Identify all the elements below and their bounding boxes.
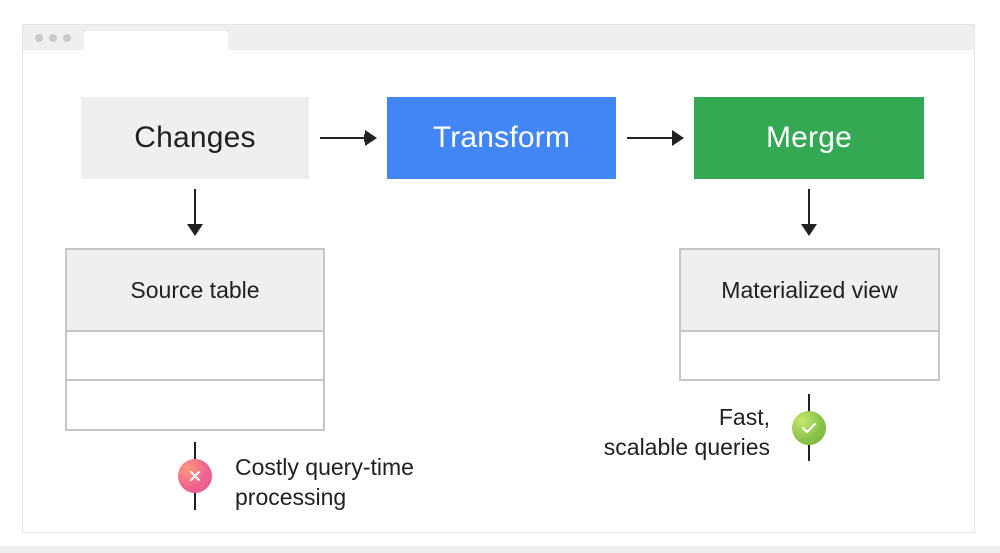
table-row [681,332,938,379]
title-bar [23,25,974,51]
window-dot-icon [63,34,71,42]
bottom-strip [0,546,1000,553]
changes-box: Changes [81,97,309,179]
fast-caption-line2: scalable queries [603,434,770,460]
merge-box: Merge [694,97,924,179]
close-icon [190,471,200,481]
arrowhead-icon [801,224,817,236]
table-row [67,381,323,430]
x-circle-icon [178,459,212,493]
arrowhead-icon [187,224,203,236]
costly-caption-line1: Costly query-time [235,454,414,480]
checkmark-icon [802,423,816,433]
arrowhead-icon [672,130,684,146]
fast-caption-line1: Fast, [718,404,770,430]
materialized-view-label: Materialized view [721,276,898,303]
materialized-view-header: Materialized view [681,250,938,332]
browser-tab [84,31,228,51]
check-circle-icon [792,411,826,445]
costly-caption-line2: processing [235,484,347,510]
materialized-view-table: Materialized view [679,248,940,381]
changes-label: Changes [134,121,256,154]
fast-caption: Fast, scalable queries [560,402,770,462]
table-row [67,332,323,381]
source-table-label: Source table [130,276,260,303]
transform-label: Transform [432,121,571,154]
costly-caption: Costly query-time processing [235,452,414,512]
merge-label: Merge [765,121,853,154]
window-controls [35,34,71,42]
source-table: Source table [65,248,325,431]
window-dot-icon [49,34,57,42]
transform-box: Transform [387,97,616,179]
source-table-header: Source table [67,250,323,332]
arrowhead-icon [365,130,377,146]
window-dot-icon [35,34,43,42]
